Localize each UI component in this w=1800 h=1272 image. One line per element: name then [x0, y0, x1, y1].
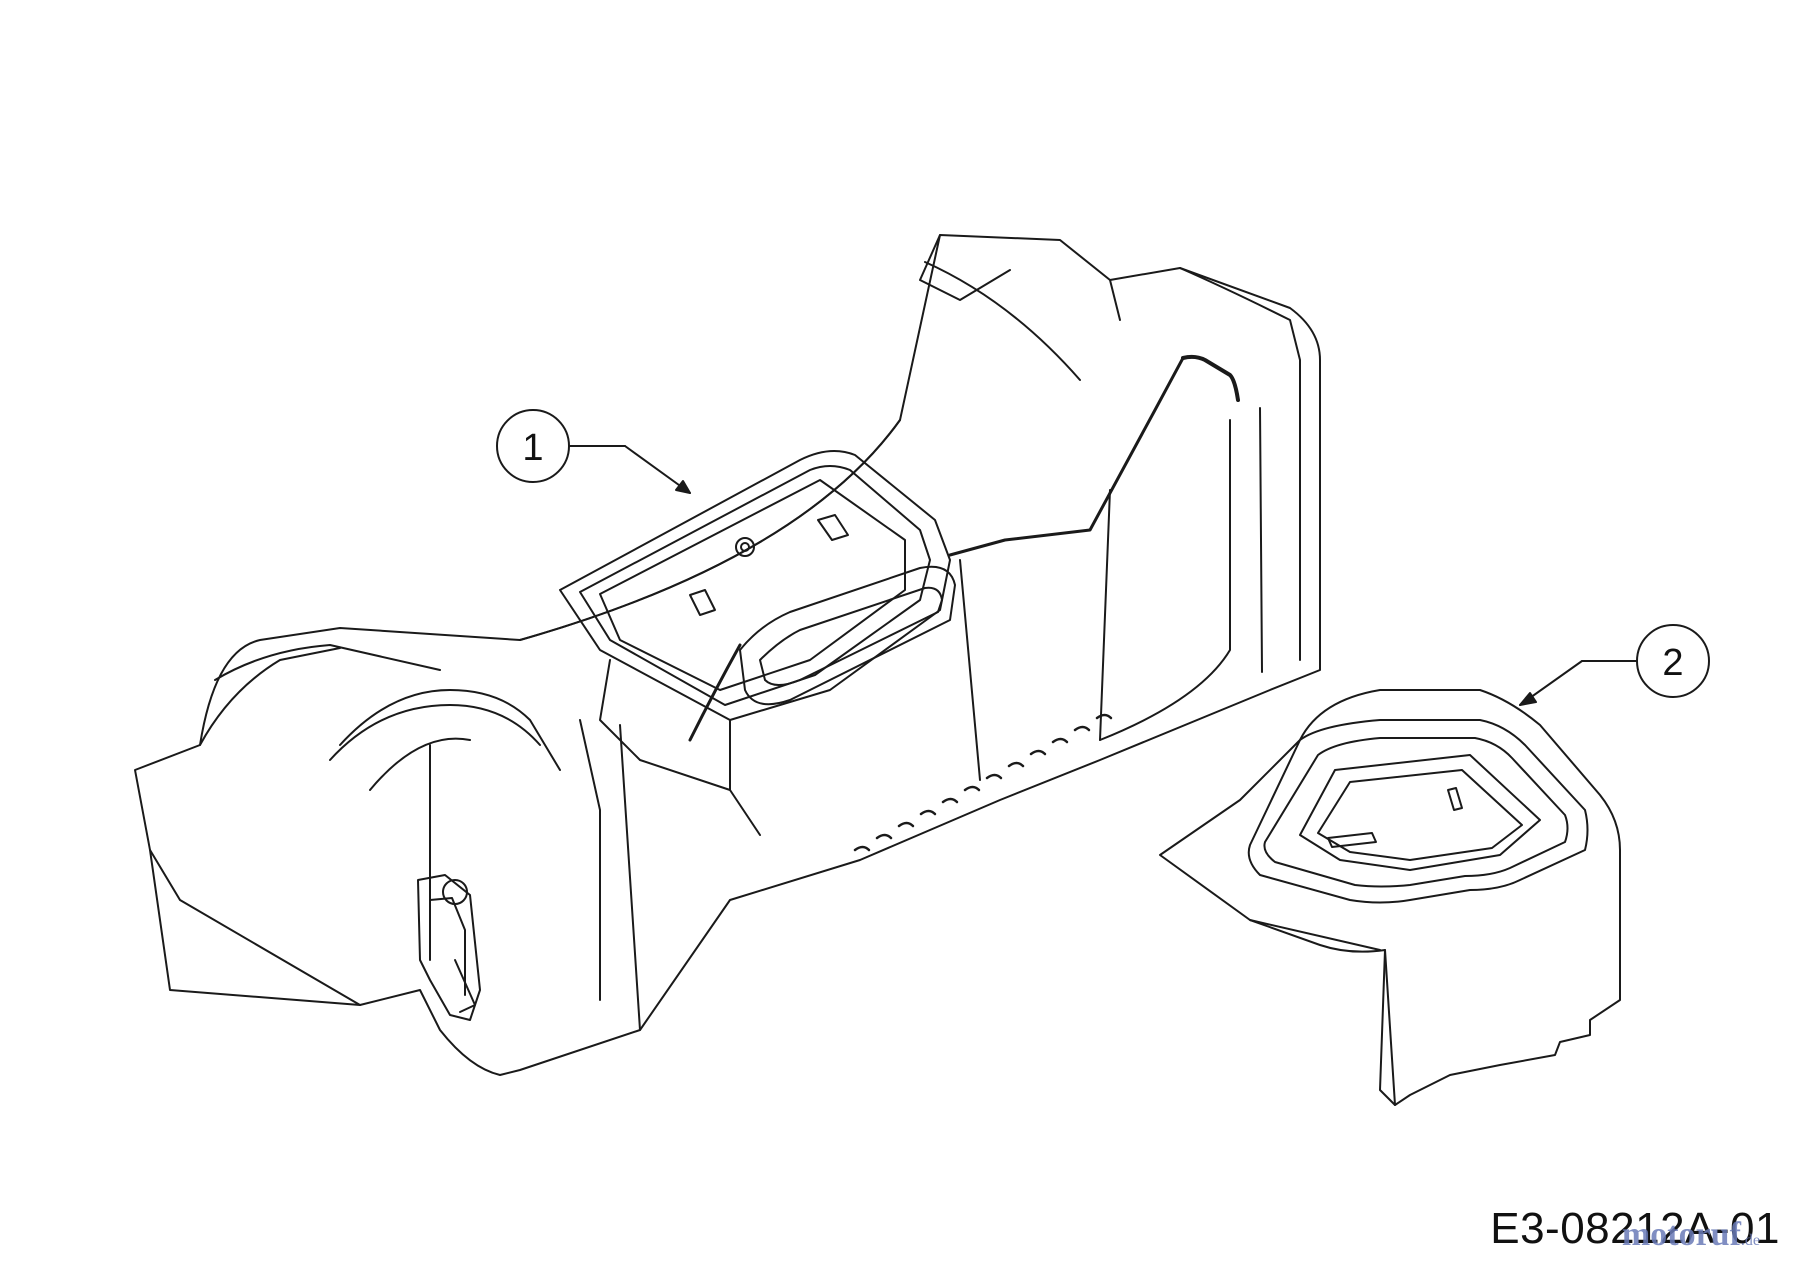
slot-symbol-b	[1447, 787, 1463, 811]
callout-2	[1519, 624, 1710, 706]
callout-1	[496, 409, 691, 494]
watermark-suffix: .de	[1740, 1232, 1760, 1249]
part-2-small-cover	[1159, 689, 1621, 1106]
slot-symbol-right	[817, 514, 849, 541]
watermark-brand: motoruf	[1621, 1216, 1741, 1253]
underside-ribs	[853, 713, 1113, 852]
callout-2-label: 2	[1662, 642, 1683, 684]
callout-1-circle	[496, 409, 570, 483]
slot-symbol-left	[689, 589, 716, 616]
callout-1-label: 1	[522, 427, 543, 469]
latch-clip	[417, 874, 481, 1021]
drawing-number: E3-08212A-01	[1490, 1204, 1780, 1253]
round-indicator	[735, 537, 755, 557]
watermark-logo: motoruf.de	[1622, 1216, 1760, 1254]
callout-2-circle	[1636, 624, 1710, 698]
slot-symbol-a	[1327, 832, 1377, 848]
part-1-body-cover	[134, 234, 1321, 1076]
